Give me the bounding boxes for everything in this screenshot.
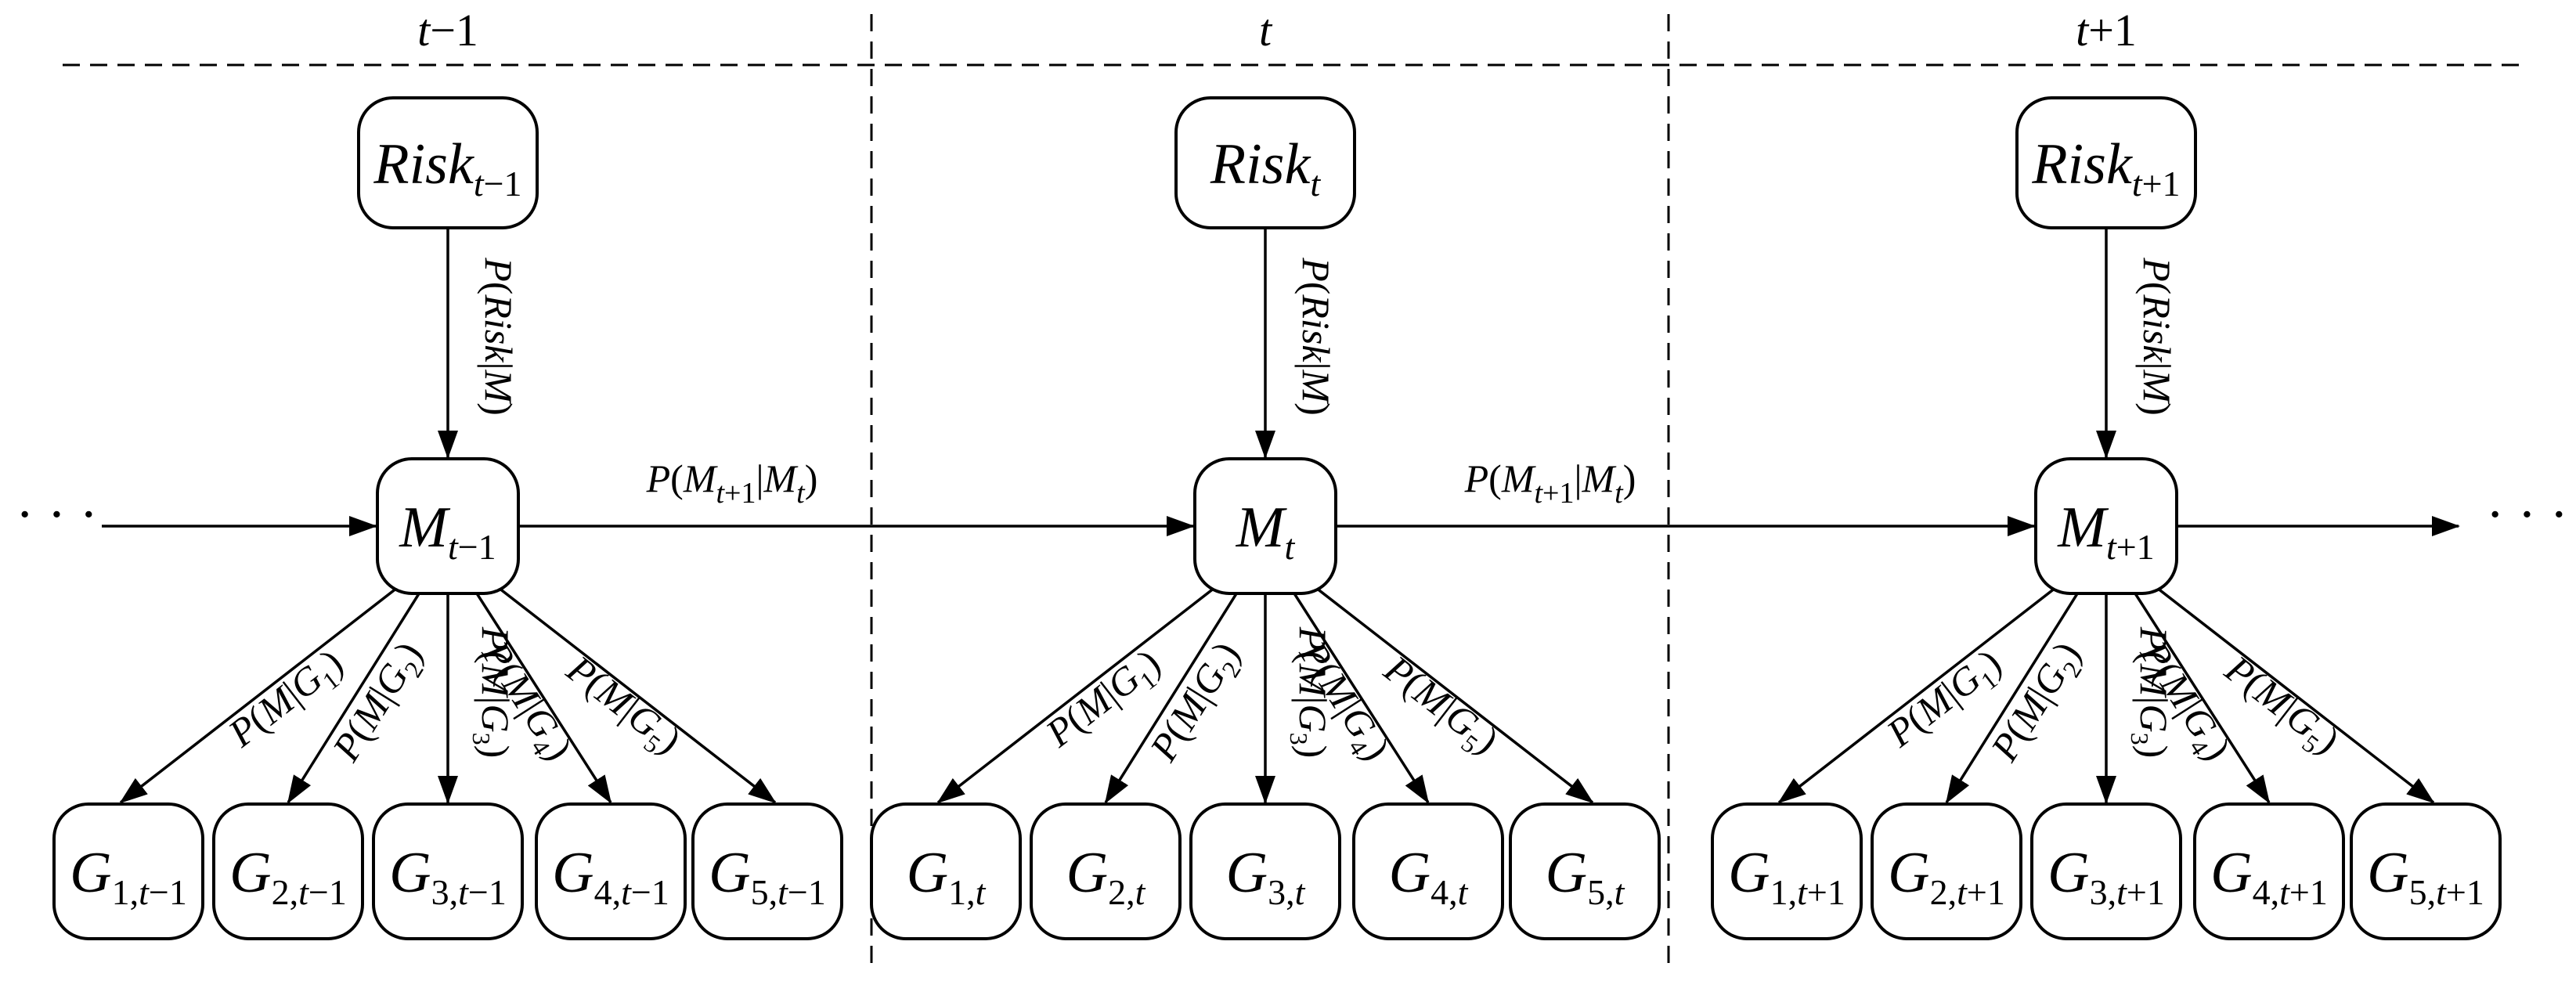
m-node-1-box xyxy=(376,457,520,595)
transition-label-2: P(Mt+1|Mt) xyxy=(1464,456,1636,510)
m-node-2-label: Mt xyxy=(1236,496,1296,567)
g-node-2-4-label: G4,t xyxy=(1389,841,1469,912)
g-node-2-4: G4,t xyxy=(1352,802,1504,940)
ellipsis-right: · · · xyxy=(2486,485,2568,545)
risk-node-3: Riskt+1 xyxy=(2015,96,2197,229)
g-node-3-3-label: G3,t+1 xyxy=(2047,841,2165,912)
risk-node-2-label: Riskt xyxy=(1210,132,1321,204)
g-node-1-5-label: G5,t−1 xyxy=(709,841,826,912)
risk-node-3-box xyxy=(2015,96,2197,229)
g-node-1-2: G2,t−1 xyxy=(212,802,364,940)
risk-node-1-box xyxy=(357,96,539,229)
m-node-2: Mt xyxy=(1193,457,1337,595)
g-node-2-3-box xyxy=(1189,802,1341,940)
g-node-1-2-box xyxy=(212,802,364,940)
slice-title-2: t xyxy=(1259,5,1273,56)
m-node-1-label: Mt−1 xyxy=(399,496,496,567)
g-edge-label-1-3: P(M|G3) xyxy=(467,626,518,759)
g-node-3-5: G5,t+1 xyxy=(2350,802,2502,940)
g-node-3-5-box xyxy=(2350,802,2502,940)
risk-node-3-label: Riskt+1 xyxy=(2031,132,2180,204)
risk-node-2-box xyxy=(1174,96,1356,229)
guide-lines xyxy=(63,14,2520,969)
g-node-3-1-box xyxy=(1711,802,1863,940)
m-to-g-arrow-1-2 xyxy=(287,582,428,804)
g-node-2-1-box xyxy=(870,802,1022,940)
g-node-3-3: G3,t+1 xyxy=(2030,802,2182,940)
g-node-2-5-box xyxy=(1509,802,1661,940)
slice-title-1: t−1 xyxy=(417,5,478,56)
m-node-3-label: Mt+1 xyxy=(2057,496,2154,567)
g-node-2-2-box xyxy=(1030,802,1182,940)
g-node-2-2-label: G2,t xyxy=(1066,841,1146,912)
g-node-3-2-label: G2,t+1 xyxy=(1888,841,2005,912)
g-node-1-3-box xyxy=(372,802,524,940)
g-node-3-2-box xyxy=(1871,802,2022,940)
m-node-1: Mt−1 xyxy=(376,457,520,595)
m-node-3-box xyxy=(2034,457,2178,595)
transition-label-1: P(Mt+1|Mt) xyxy=(646,456,818,510)
m-to-g-arrow-2-2 xyxy=(1104,582,1245,804)
g-node-2-2: G2,t xyxy=(1030,802,1182,940)
g-node-2-4-box xyxy=(1352,802,1504,940)
g-node-2-3-label: G3,t xyxy=(1226,841,1306,912)
nodes: Riskt−1Mt−1G1,t−1 G2,t−1 G3,t−1 G4,t−1 G5,t−… xyxy=(52,96,2502,940)
g-node-3-4-label: G4,t+1 xyxy=(2210,841,2328,912)
m-to-g-arrow-1-1 xyxy=(119,581,406,804)
g-node-1-1: G1,t−1 xyxy=(52,802,204,940)
ellipsis-left: · · · xyxy=(16,485,98,545)
g-node-3-5-label: G5,t+1 xyxy=(2367,841,2484,912)
m-to-g-arrow-1-5 xyxy=(490,581,777,804)
g-node-1-4: G4,t−1 xyxy=(535,802,687,940)
g-node-1-1-box xyxy=(52,802,204,940)
risk-edge-label-3: P(Risk|M) xyxy=(2135,257,2179,416)
g-node-3-4: G4,t+1 xyxy=(2193,802,2345,940)
g-node-3-4-box xyxy=(2193,802,2345,940)
g-node-1-4-box xyxy=(535,802,687,940)
g-edge-label-3-3: P(M|G3) xyxy=(2126,626,2176,759)
g-node-2-1-label: G1,t xyxy=(907,841,987,912)
m-to-g-arrow-3-5 xyxy=(2148,581,2435,804)
g-node-1-1-label: G1,t−1 xyxy=(70,841,187,912)
edges xyxy=(102,228,2460,804)
risk-node-1-label: Riskt−1 xyxy=(373,132,521,204)
g-node-2-5-label: G5,t xyxy=(1546,841,1625,912)
m-to-g-arrow-3-1 xyxy=(1777,581,2064,804)
time-slice-1: Riskt−1Mt−1G1,t−1 G2,t−1 G3,t−1 G4,t−1 G5,t−… xyxy=(52,96,843,940)
g-node-3-1: G1,t+1 xyxy=(1711,802,1863,940)
m-to-g-arrow-2-1 xyxy=(936,581,1223,804)
risk-node-2: Riskt xyxy=(1174,96,1356,229)
g-node-3-2: G2,t+1 xyxy=(1871,802,2022,940)
m-to-g-arrow-3-4 xyxy=(2127,582,2271,804)
m-node-3: Mt+1 xyxy=(2034,457,2178,595)
risk-edge-label-2: P(Risk|M) xyxy=(1294,257,1338,416)
g-node-1-3-label: G3,t−1 xyxy=(389,841,507,912)
m-to-g-arrow-2-5 xyxy=(1308,581,1594,804)
g-node-2-5: G5,t xyxy=(1509,802,1661,940)
g-node-1-3: G3,t−1 xyxy=(372,802,524,940)
risk-edge-label-1: P(Risk|M) xyxy=(477,257,521,416)
m-to-g-arrow-3-2 xyxy=(1945,582,2086,804)
g-node-1-5: G5,t−1 xyxy=(691,802,843,940)
risk-node-1: Riskt−1 xyxy=(357,96,539,229)
m-to-g-arrow-1-4 xyxy=(468,582,612,804)
g-node-3-1-label: G1,t+1 xyxy=(1728,841,1845,912)
slice-title-3: t+1 xyxy=(2076,5,2137,56)
m-to-g-arrow-2-4 xyxy=(1286,582,1430,804)
m-node-2-box xyxy=(1193,457,1337,595)
g-node-1-2-label: G2,t−1 xyxy=(229,841,347,912)
g-node-2-3: G3,t xyxy=(1189,802,1341,940)
time-slice-3: Riskt+1Mt+1G1,t+1 G2,t+1 G3,t+1 G4,t+1 G5,t+… xyxy=(1711,96,2502,940)
g-node-1-4-label: G4,t−1 xyxy=(552,841,669,912)
g-node-2-1: G1,t xyxy=(870,802,1022,940)
g-edge-label-2-3: P(M|G3) xyxy=(1285,626,1335,759)
g-node-1-5-box xyxy=(691,802,843,940)
g-node-3-3-box xyxy=(2030,802,2182,940)
